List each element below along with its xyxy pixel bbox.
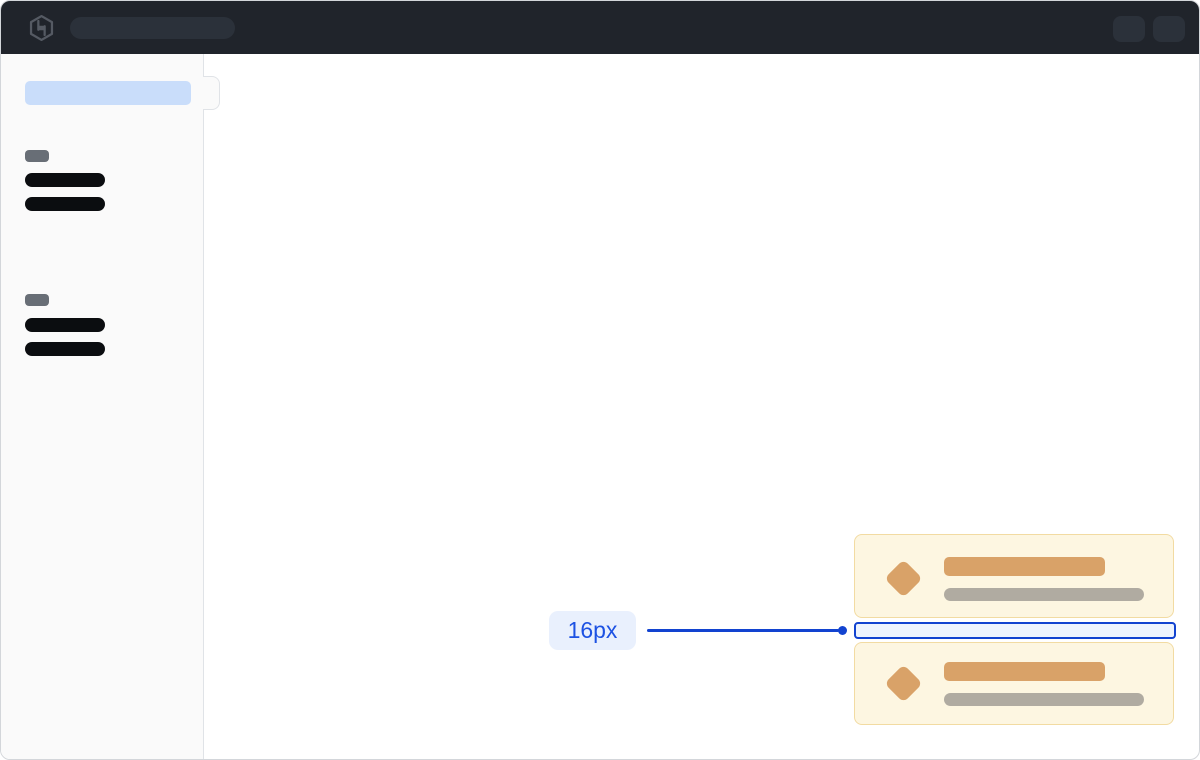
hashicorp-logo-icon[interactable] xyxy=(28,14,55,42)
card-title-skeleton xyxy=(944,662,1105,681)
annotation-dot xyxy=(838,626,847,635)
diamond-icon xyxy=(884,664,923,703)
card-subtitle-skeleton xyxy=(944,693,1144,706)
sidebar-section-label-skeleton xyxy=(25,294,49,306)
topbar xyxy=(1,1,1199,54)
annotation-leader-line xyxy=(647,629,839,632)
sidebar-item-skeleton[interactable] xyxy=(25,318,105,332)
sidebar-item-skeleton[interactable] xyxy=(25,197,105,211)
topbar-action-skeleton-2[interactable] xyxy=(1153,16,1185,42)
sidebar-item-skeleton[interactable] xyxy=(25,342,105,356)
spacing-label: 16px xyxy=(549,611,636,650)
sidebar-active-item-skeleton[interactable] xyxy=(25,81,191,105)
sidebar xyxy=(1,54,204,759)
card[interactable] xyxy=(854,642,1174,725)
diamond-icon xyxy=(884,559,923,598)
spacing-highlight-rect xyxy=(854,622,1176,639)
topbar-action-skeleton-1[interactable] xyxy=(1113,16,1145,42)
sidebar-item-skeleton[interactable] xyxy=(25,173,105,187)
sidebar-section-label-skeleton xyxy=(25,150,49,162)
search-pill-skeleton[interactable] xyxy=(70,17,235,39)
card-title-skeleton xyxy=(944,557,1105,576)
card-subtitle-skeleton xyxy=(944,588,1144,601)
card[interactable] xyxy=(854,534,1174,618)
sidebar-toggle[interactable] xyxy=(203,76,220,110)
